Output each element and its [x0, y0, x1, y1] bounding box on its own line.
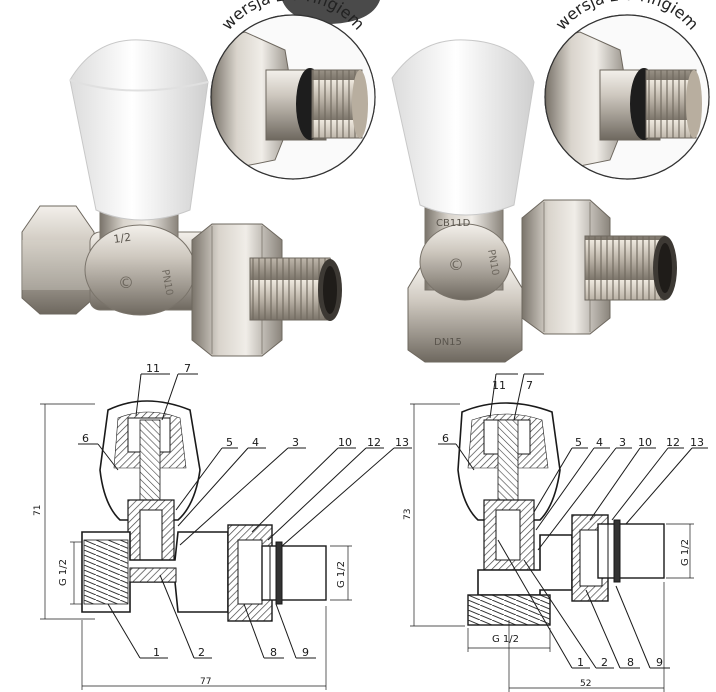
part-9-right: 9 [656, 656, 663, 669]
part-8-left: 8 [270, 646, 277, 659]
thread-right-label-left-drawing: G 1/2 [336, 561, 347, 588]
right-valve-logo: © [448, 255, 464, 274]
right-white-cap [391, 39, 535, 216]
right-valve-body-marking: CB11D [436, 218, 471, 229]
part-6-left: 6 [82, 432, 89, 445]
part-1-left: 1 [153, 646, 160, 659]
height-dim-left: 71 [33, 505, 43, 516]
left-valve-size-marking: 1/2 [113, 231, 132, 246]
part-12-right: 12 [666, 436, 680, 449]
thread-left-label: G 1/2 [58, 559, 69, 586]
part-7-left: 7 [184, 362, 191, 375]
straight-valve-photo: 1/2 © PN10 [21, 39, 342, 357]
part-10-left: 10 [338, 436, 352, 449]
thread-bottom-label: G 1/2 [492, 634, 519, 645]
part-1-right: 1 [577, 656, 584, 669]
height-dim-right: 73 [403, 509, 413, 520]
part-4-right: 4 [596, 436, 603, 449]
part-4-left: 4 [252, 436, 259, 449]
oring-detail-right: wersja z o-ringiem [544, 0, 710, 180]
right-valve-bottom-marking: DN15 [434, 337, 462, 348]
part-7-right: 7 [526, 379, 533, 392]
part-5-left: 5 [226, 436, 233, 449]
angle-valve-photo: DN15 CB11D © PN10 [391, 39, 677, 363]
width-dim-right: 52 [580, 679, 591, 689]
part-12-left: 12 [367, 436, 381, 449]
part-9-left: 9 [302, 646, 309, 659]
thread-right-label-right-drawing: G 1/2 [680, 539, 691, 566]
part-10-right: 10 [638, 436, 652, 449]
width-dim-left: 77 [200, 677, 211, 687]
left-valve-side-marking: PN10 [159, 269, 174, 297]
part-13-left: 13 [395, 436, 409, 449]
part-13-right: 13 [690, 436, 704, 449]
angle-drawing-labels: 11 7 6 5 4 3 10 12 13 1 2 8 9 73 52 G 1/… [403, 379, 704, 689]
oring-detail-left: wersja z o-ringiem [210, 0, 376, 180]
part-5-right: 5 [575, 436, 582, 449]
part-8-right: 8 [627, 656, 634, 669]
part-6-right: 6 [442, 432, 449, 445]
straight-drawing-labels: 11 7 6 5 4 3 10 12 13 1 2 8 9 71 77 G 1/… [33, 362, 409, 687]
left-white-cap [69, 39, 209, 221]
right-valve-side-marking: PN10 [485, 249, 500, 277]
part-3-left: 3 [292, 436, 299, 449]
angle-valve-drawing [410, 373, 708, 692]
part-2-right: 2 [601, 656, 608, 669]
part-11-right: 11 [492, 379, 506, 392]
part-11-left: 11 [146, 362, 160, 375]
part-3-right: 3 [619, 436, 626, 449]
part-2-left: 2 [198, 646, 205, 659]
straight-valve-drawing [40, 373, 412, 690]
left-valve-logo: © [118, 273, 134, 292]
